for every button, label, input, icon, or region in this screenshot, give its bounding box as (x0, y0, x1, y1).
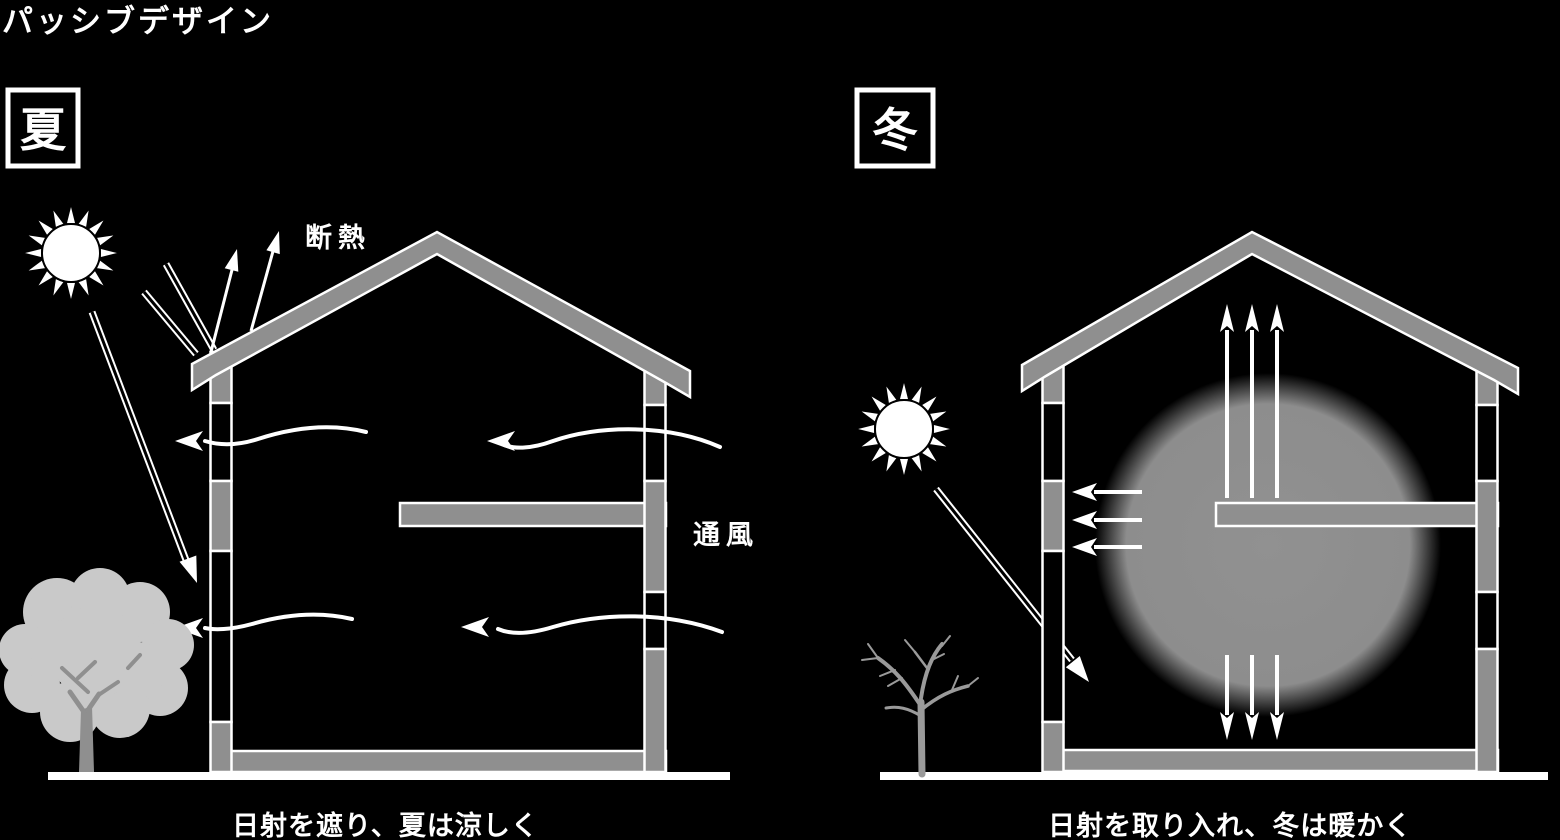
second-floor-slab (398, 501, 668, 528)
window (1041, 401, 1065, 483)
ground-floor-slab (1041, 748, 1500, 773)
heat-down-arrow (1220, 655, 1284, 740)
sun-icon (854, 379, 954, 479)
sun-ray (141, 262, 218, 357)
sun-ray-to-tree (88, 310, 197, 583)
window (1475, 590, 1499, 651)
wall-right (643, 364, 667, 774)
summer-season-badge: 夏 (5, 87, 81, 169)
heat-mass (1095, 373, 1441, 717)
summer-caption: 日射を遮り、夏は涼しく (232, 810, 539, 840)
winter-season-badge: 冬 (854, 87, 936, 169)
winter-panel: 冬 (854, 87, 1548, 840)
summer-panel: 夏 (0, 87, 759, 840)
ground-line (880, 772, 1548, 780)
ground-line (48, 772, 730, 780)
wall-right (1475, 368, 1499, 774)
season-label: 冬 (872, 105, 918, 156)
wall-left (209, 350, 233, 774)
roof (190, 230, 692, 400)
season-label: 夏 (20, 105, 67, 156)
window (1475, 403, 1499, 483)
window (209, 549, 233, 724)
bare-tree-icon (861, 635, 979, 778)
roof (1020, 230, 1520, 397)
sun-icon (21, 203, 121, 303)
insulation-label: 断熱 (305, 223, 371, 253)
second-floor-slab (1214, 501, 1500, 528)
window (1041, 549, 1065, 724)
window (643, 590, 667, 651)
leafy-tree-icon (0, 568, 194, 772)
window (643, 403, 667, 483)
season-badge-frame (5, 87, 81, 169)
season-badge-frame (854, 87, 936, 169)
tree-trunk (79, 706, 94, 772)
ground-floor-slab (209, 749, 668, 774)
winter-caption: 日射を取り入れ、冬は暖かく (1048, 810, 1412, 840)
heat-left-arrow (1072, 483, 1142, 556)
heat-up-arrow (1220, 304, 1284, 498)
ventilation-label: 通風 (693, 520, 759, 550)
page-title: パッシブデザイン (2, 4, 274, 39)
wall-left (1041, 356, 1065, 774)
wind-flow-arrow (175, 425, 724, 638)
reflected-heat-arrow (209, 231, 280, 353)
